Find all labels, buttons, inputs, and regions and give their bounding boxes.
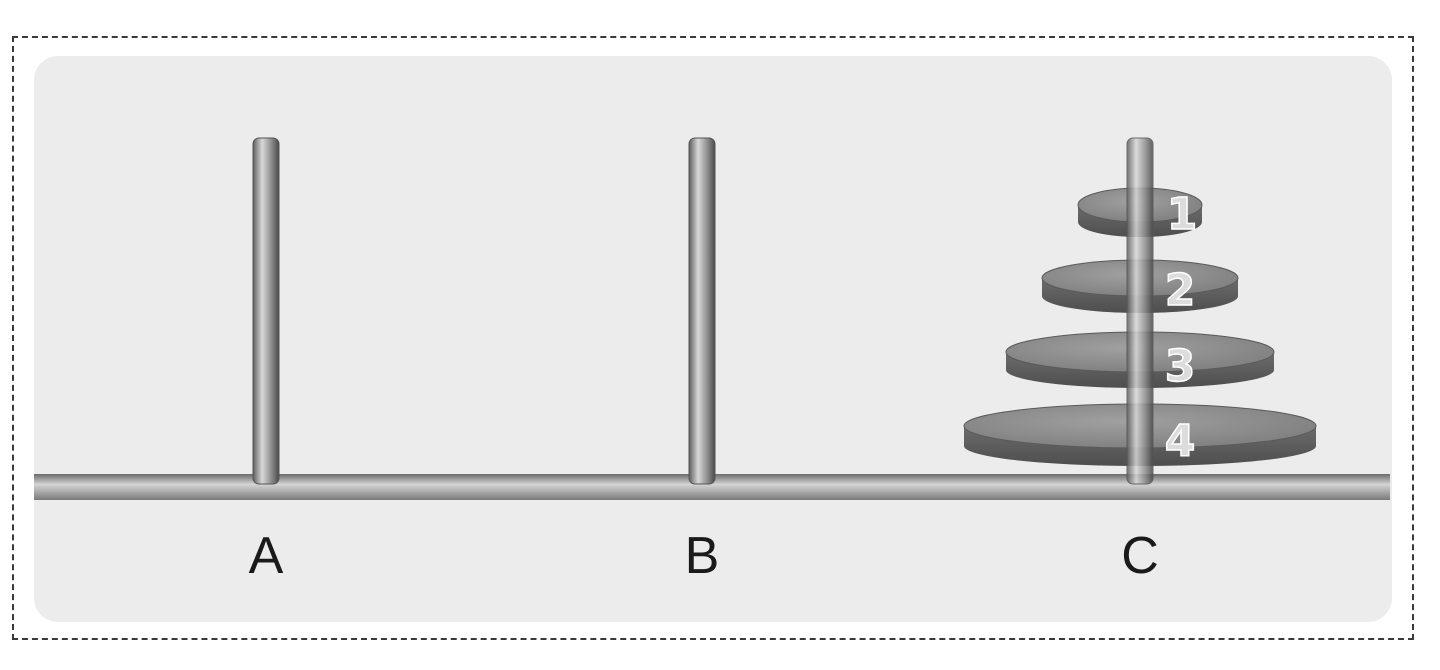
peg-a-rod (252, 137, 280, 485)
disk-1-number: 1 (1167, 189, 1198, 240)
diagram-frame (12, 36, 1414, 640)
disk-3-number: 3 (1165, 341, 1196, 392)
peg-c: C 4 3 2 1 (963, 137, 1317, 585)
peg-a: A (249, 137, 284, 585)
disk-2-number: 2 (1165, 265, 1196, 316)
peg-c-label: C (1121, 527, 1159, 585)
peg-a-label: A (249, 527, 284, 585)
disk-4-number: 4 (1165, 416, 1196, 467)
peg-b-label: B (685, 527, 720, 585)
peg-b-rod (688, 137, 716, 485)
peg-b: B (685, 137, 720, 585)
peg-c-rod (1126, 137, 1154, 485)
